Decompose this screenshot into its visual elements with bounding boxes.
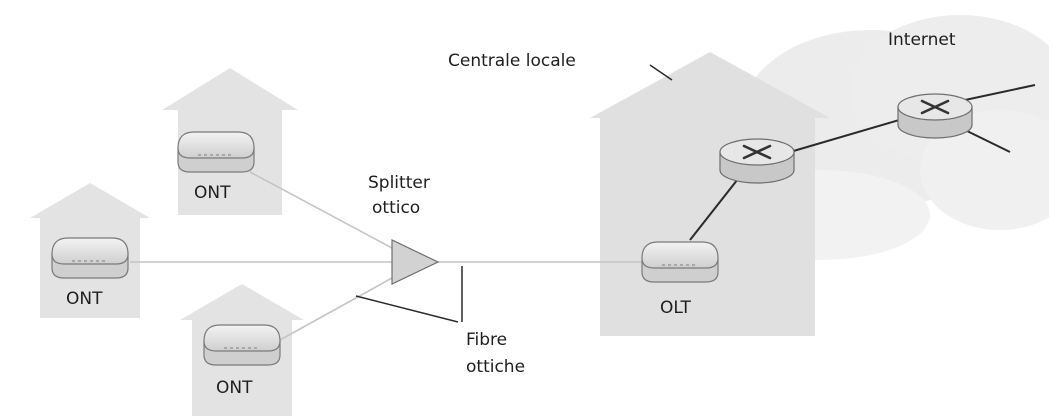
leader-lines <box>355 64 673 323</box>
fiber-label-line1: Fibre <box>466 330 507 350</box>
splitter-icon <box>391 239 440 285</box>
fiber-label-line2: ottiche <box>466 357 525 377</box>
router-icon <box>718 137 796 185</box>
link-router-out-2 <box>964 129 1011 153</box>
ont-top-label: ONT <box>194 183 231 203</box>
olt-icon <box>641 241 719 283</box>
fiber-ont-bottom <box>279 277 393 341</box>
core-links <box>689 84 1036 241</box>
splitter-label-line1: Splitter <box>368 173 430 193</box>
leader-central-office <box>649 64 673 81</box>
olt-label: OLT <box>660 298 692 318</box>
ont-top-icon <box>177 131 255 173</box>
link-router-router <box>789 117 907 153</box>
leader-fiber-a <box>355 295 459 323</box>
ont-left-label: ONT <box>66 289 103 309</box>
fiber-ont-top <box>249 171 393 249</box>
internet-label: Internet <box>888 30 956 50</box>
router-icon <box>896 92 974 140</box>
ont-bottom-label: ONT <box>216 378 253 398</box>
fiber-links <box>130 171 646 341</box>
central-office-label: Centrale locale <box>448 51 576 71</box>
splitter-label-line2: ottico <box>372 198 420 218</box>
link-router-out-1 <box>964 84 1036 101</box>
link-olt-router <box>689 169 746 241</box>
ont-bottom-icon <box>203 324 281 366</box>
ont-left-icon <box>51 237 129 279</box>
